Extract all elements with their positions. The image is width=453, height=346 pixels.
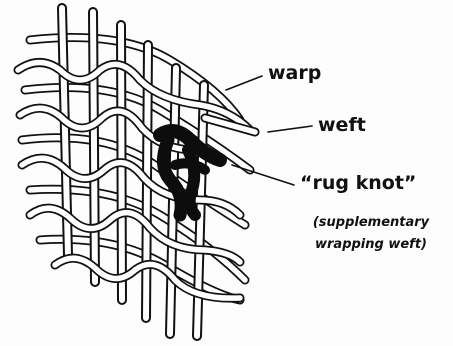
warp-rod-2-fill (93, 12, 95, 282)
leader-line-warp (226, 76, 262, 90)
label-supplementary-line-1: (supplementary (296, 212, 446, 234)
leader-line-weft (268, 126, 312, 132)
leader-line-rug-knot (232, 165, 294, 185)
label-supplementary-note: (supplementary wrapping weft) (296, 212, 446, 256)
label-rug-knot: “rug knot” (300, 174, 416, 193)
label-weft: weft (318, 116, 366, 135)
label-warp: warp (268, 64, 321, 83)
label-supplementary-line-2: wrapping weft) (296, 234, 446, 256)
